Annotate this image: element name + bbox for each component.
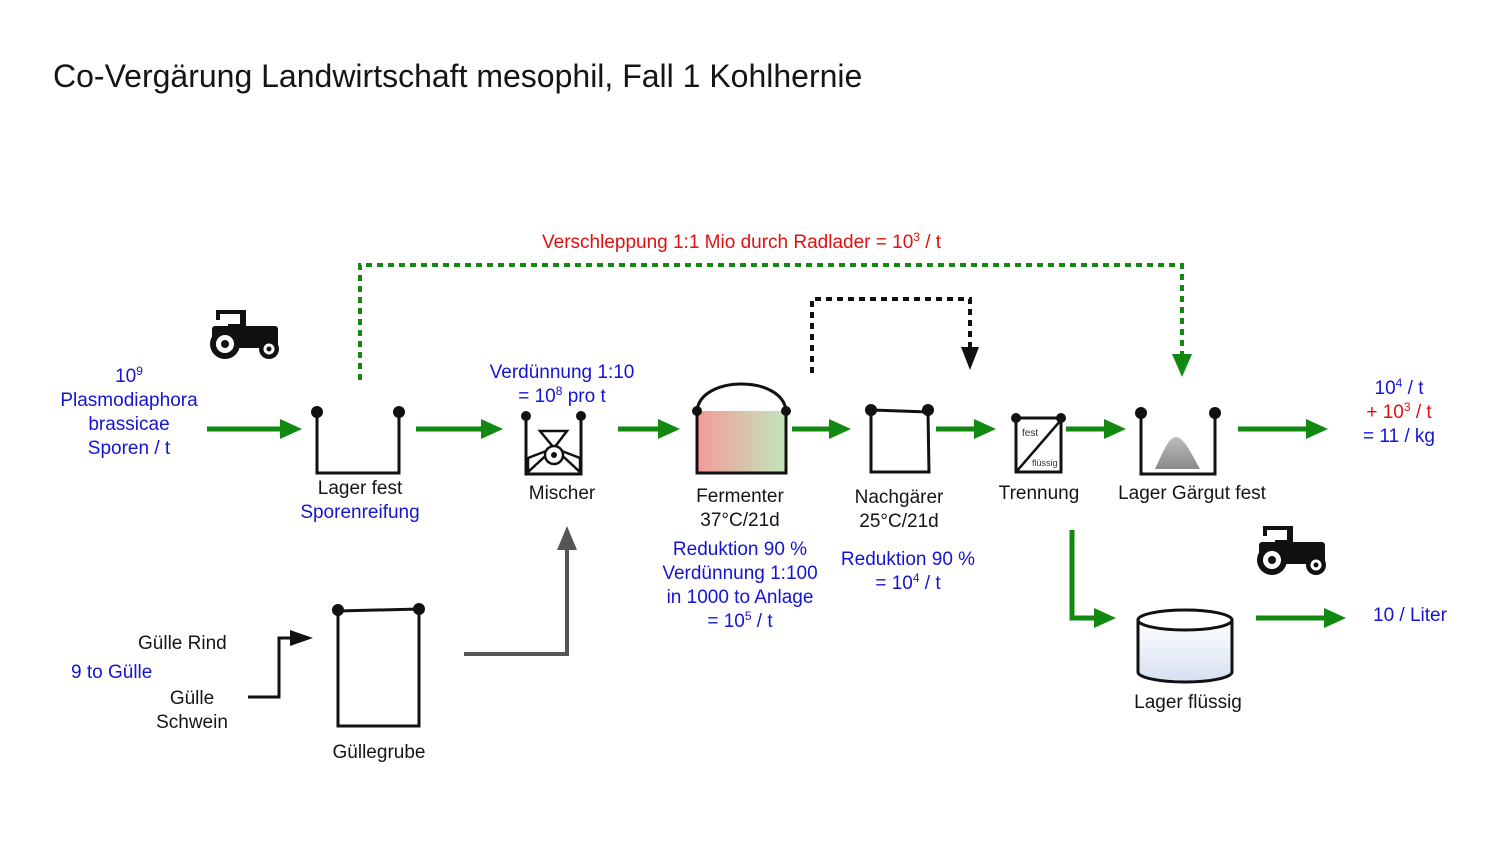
lager-fest-label: Lager fest Sporenreifung [300, 477, 419, 525]
output-solid-line2-exponent: 3 [1403, 399, 1411, 414]
guelle-amount-label: 9 to Gülle [71, 662, 153, 683]
slurry-pit-icon [332, 603, 425, 728]
nachgaerer-result-unit: / t [919, 573, 941, 594]
carryover-text: Verschleppung 1:1 Mio durch Radlader = 1… [542, 232, 914, 253]
output-solid-line1-base: 10 [1374, 378, 1396, 399]
output-solid-line1-unit: / t [1402, 378, 1424, 399]
guelle-rind-label: Gülle Rind [138, 633, 227, 654]
guelle-schwein-label: Gülle Schwein [156, 687, 228, 735]
arrow-nachgaerer-to-trennung [936, 419, 996, 439]
fermenter-result: = 105 / t [662, 610, 817, 634]
output-solid-line2-unit: / t [1410, 402, 1432, 423]
output-solid-line2-base: + 10 [1366, 402, 1404, 423]
input-count-exponent: 9 [136, 363, 143, 378]
arrow-fermenter-to-nachgaerer [792, 419, 851, 439]
separator-liquid-label: flüssig [1032, 458, 1058, 468]
arrow-trennung-to-lager-gaergut [1066, 419, 1126, 439]
tractor-icon [210, 310, 279, 359]
mischer-dilution: Verdünnung 1:10 = 108 pro t [490, 361, 635, 409]
nachgaerer-reduction-label: Reduktion 90 % = 104 / t [841, 548, 975, 596]
input-organism-line2: brassicae [88, 414, 170, 435]
fermenter-dome-icon [692, 382, 791, 475]
output-solid-label: 104 / t + 103 / t = 11 / kg [1363, 377, 1435, 449]
separator-icon [1011, 413, 1066, 474]
nachgaerer-temp: 25°C/21d [859, 511, 939, 532]
guelle-input-bracket [248, 630, 313, 699]
trennung-label: Trennung [998, 483, 1080, 504]
arrow-trennung-to-lager-fluessig [1069, 530, 1116, 628]
tractor-icon [1257, 526, 1326, 575]
nachgaerer-reduction: Reduktion 90 % [840, 549, 976, 570]
mischer-label: Mischer [528, 483, 596, 504]
solid-digestate-heap-icon [1135, 407, 1221, 476]
nachgaerer-result-base: = 10 [875, 573, 913, 594]
guellegrube-label: Güllegrube [332, 742, 426, 763]
input-organism-line1: Plasmodiaphora [60, 390, 198, 411]
carryover-unit: / t [919, 232, 942, 253]
lager-fluessig-label: Lager flüssig [1134, 692, 1242, 713]
lager-fest-title: Lager fest [317, 478, 403, 499]
fermenter-plant: in 1000 to Anlage [666, 587, 814, 608]
liquid-storage-tank-icon [1136, 608, 1234, 684]
nachgaerer-result: = 104 / t [841, 572, 975, 596]
arrow-lager-fluessig-to-output [1256, 608, 1346, 628]
mischer-dilution-ratio: Verdünnung 1:10 [489, 362, 635, 383]
fermenter-result-unit: / t [751, 611, 773, 632]
input-unit: Sporen / t [87, 438, 171, 459]
output-solid-line1-exponent: 4 [1395, 375, 1403, 390]
arrow-mischer-to-fermenter [618, 419, 680, 439]
carryover-label: Verschleppung 1:1 Mio durch Radlader = 1… [542, 231, 941, 255]
storage-open-box-icon [311, 406, 405, 475]
post-fermenter-box-icon [865, 404, 934, 474]
carryover-exponent: 3 [913, 229, 920, 244]
lager-fest-subtitle: Sporenreifung [300, 502, 420, 523]
nachgaerer-result-exponent: 4 [912, 570, 920, 585]
arrow-input-to-lager [207, 419, 302, 439]
carryover-dashed-arrow [358, 263, 1192, 380]
fermenter-dilution: Verdünnung 1:100 [662, 563, 818, 584]
guelle-schwein-line1: Gülle [169, 688, 215, 709]
mixer-icon [521, 411, 586, 476]
fermenter-result-exponent: 5 [744, 608, 752, 623]
arrow-guellegrube-to-mischer [464, 526, 577, 656]
input-count-base: 10 [115, 366, 137, 387]
input-count: 109 [60, 365, 197, 389]
nachgaerer-title: Nachgärer [854, 487, 944, 508]
fermenter-reduction: Reduktion 90 % [672, 539, 808, 560]
output-solid-line1: 104 / t [1363, 377, 1435, 401]
mischer-result-base: = 10 [518, 386, 556, 407]
arrow-lager-gaergut-to-output [1238, 419, 1328, 439]
fermenter-result-base: = 10 [707, 611, 745, 632]
arrow-lager-to-mischer [416, 419, 503, 439]
mischer-result-unit: pro t [562, 386, 606, 407]
mischer-dilution-result: = 108 pro t [490, 385, 635, 409]
input-label: 109 Plasmodiaphora brassicae Sporen / t [60, 365, 197, 461]
recirculation-dashed-arrow [810, 297, 979, 373]
mischer-result-exponent: 8 [555, 383, 563, 398]
page-title: Co-Vergärung Landwirtschaft mesophil, Fa… [53, 58, 863, 94]
lager-gaergut-label: Lager Gärgut fest [1118, 483, 1266, 504]
guelle-schwein-line2: Schwein [156, 712, 228, 733]
separator-solid-label: fest [1022, 428, 1039, 439]
fermenter-temp: 37°C/21d [700, 510, 780, 531]
fermenter-title: Fermenter [696, 486, 784, 507]
nachgaerer-label: Nachgärer 25°C/21d [855, 486, 944, 534]
output-solid-line2: + 103 / t [1363, 401, 1435, 425]
output-liquid-label: 10 / Liter [1373, 605, 1447, 626]
fermenter-label: Fermenter 37°C/21d Reduktion 90 % Verdün… [662, 485, 817, 634]
output-solid-total: = 11 / kg [1362, 426, 1436, 447]
flow-arrows [207, 419, 1346, 628]
